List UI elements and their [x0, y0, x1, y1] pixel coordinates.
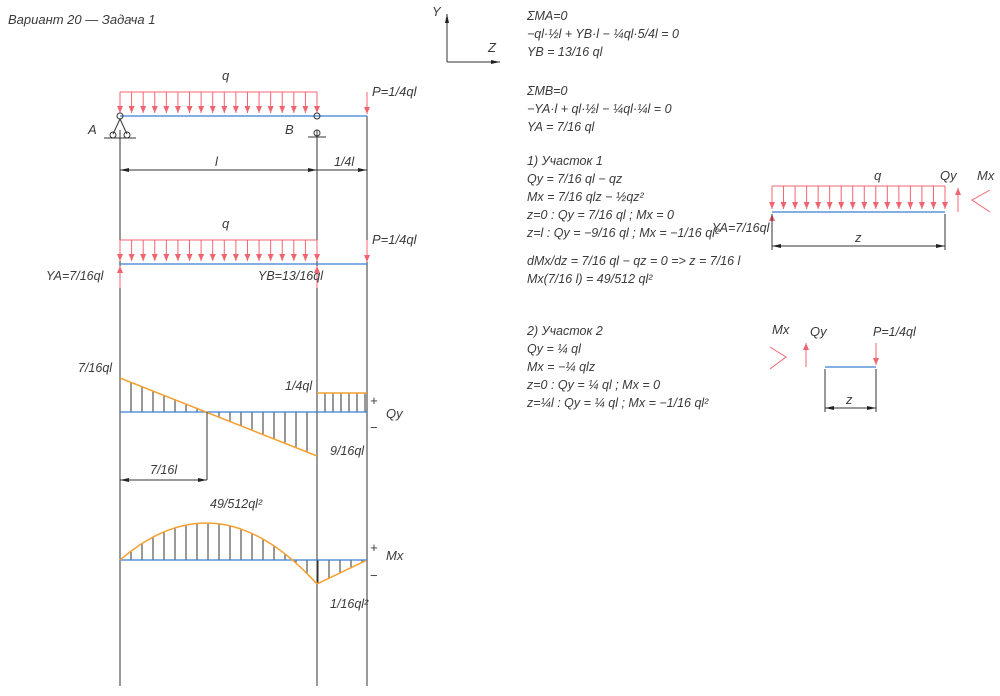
equation-line: z=0 : Qy = 7/16 ql ; Mx = 0 — [526, 208, 674, 222]
minus-sign: − — [370, 420, 378, 435]
q-value-a: 7/16ql — [78, 361, 113, 375]
q-diagram-label: Qy — [386, 406, 404, 421]
reaction-a-label: YA=7/16ql — [46, 269, 105, 283]
plus-sign: + — [370, 393, 378, 408]
reaction-a-label: YA=7/16ql — [712, 221, 771, 235]
force-p-label: P=1/4ql — [372, 232, 418, 247]
mx-label: Mx — [772, 322, 790, 337]
support-a — [104, 112, 136, 139]
equation-line: Mx(7/16 l) = 49/512 ql² — [527, 272, 653, 286]
equation-line: Mx = −¼ qlz — [527, 360, 596, 374]
force-p-label: P=1/4ql — [873, 325, 917, 339]
shear-force-diagram: 7/16l 7/16ql 9/16ql 1/4ql + − Qy — [78, 361, 404, 482]
load-q-label: q — [222, 216, 230, 231]
z-label: z — [845, 392, 853, 407]
support-a-label: A — [87, 122, 97, 137]
support-b — [308, 112, 326, 138]
equation-line: ΣMA=0 — [526, 9, 568, 23]
force-p-label: P=1/4ql — [372, 84, 418, 99]
q-value-overhang: 1/4ql — [285, 379, 313, 393]
q-value-b: 9/16ql — [330, 444, 365, 458]
mx-label: Mx — [977, 168, 995, 183]
equation-line: Qy = 7/16 ql − qz — [527, 172, 623, 186]
equation-line: YB = 13/16 ql — [527, 45, 604, 59]
equation-line: 2) Участок 2 — [526, 324, 603, 338]
qy-label: Qy — [810, 324, 828, 339]
m-diagram-label: Mx — [386, 548, 404, 563]
axis-y-label: Y — [432, 4, 442, 19]
equation-line: dMx/dz = 7/16 ql − qz = 0 => z = 7/16 l — [527, 254, 742, 268]
equation-line: Mx = 7/16 qlz − ½qz² — [527, 190, 645, 204]
q-zero-position-label: 7/16l — [150, 463, 178, 477]
m-value-b: 1/16ql² — [330, 597, 369, 611]
distributed-load-q — [117, 239, 320, 261]
equation-line: ΣMB=0 — [526, 84, 568, 98]
z-label: z — [854, 230, 862, 245]
axis-z-label: Z — [487, 40, 497, 55]
dimension-l: l — [215, 154, 219, 169]
load-q-label: q — [874, 168, 882, 183]
equation-line: YA = 7/16 ql — [527, 120, 596, 134]
equation-line: −ql·½l + YB·l − ¼ql·5/4l = 0 — [527, 27, 679, 41]
bending-moment-diagram: 49/512ql² 1/16ql² + − Mx — [119, 497, 404, 611]
equation-line: z=¼l : Qy = ¼ ql ; Mx = −1/16 ql² — [526, 396, 709, 410]
equations: ΣMA=0 −ql·½l + YB·l − ¼ql·5/4l = 0 YB = 13… — [526, 9, 742, 410]
equation-line: −YA·l + ql·½l − ¼ql·¼l = 0 — [527, 102, 672, 116]
section-2-sketch: P=1/4ql Qy Mx z — [769, 322, 917, 412]
qy-label: Qy — [940, 168, 958, 183]
distributed-load-q — [117, 91, 320, 113]
title: Вариант 20 — Задача 1 — [8, 12, 155, 27]
coordinate-axes: Y Z — [432, 4, 500, 64]
beam-scheme: q P=1/4ql A B l 1/4l — [87, 68, 418, 172]
minus-sign: − — [370, 568, 378, 583]
support-b-label: B — [285, 122, 294, 137]
equation-line: Qy = ¼ ql — [527, 342, 582, 356]
beam-with-reactions: q P=1/4ql YA=7/16ql YB=13/16ql — [46, 216, 418, 288]
dimension-quarter-l: 1/4l — [334, 155, 355, 169]
load-q-label: q — [222, 68, 230, 83]
plus-sign: + — [370, 540, 378, 555]
equation-line: z=l : Qy = −9/16 ql ; Mx = −1/16 ql² — [526, 226, 720, 240]
m-max-label: 49/512ql² — [210, 497, 263, 511]
section-1-sketch: q Qy Mx YA=7/16ql z — [712, 168, 995, 250]
reaction-b-label: YB=13/16ql — [258, 269, 324, 283]
equation-line: 1) Участок 1 — [527, 154, 603, 168]
equation-line: z=0 : Qy = ¼ ql ; Mx = 0 — [526, 378, 660, 392]
